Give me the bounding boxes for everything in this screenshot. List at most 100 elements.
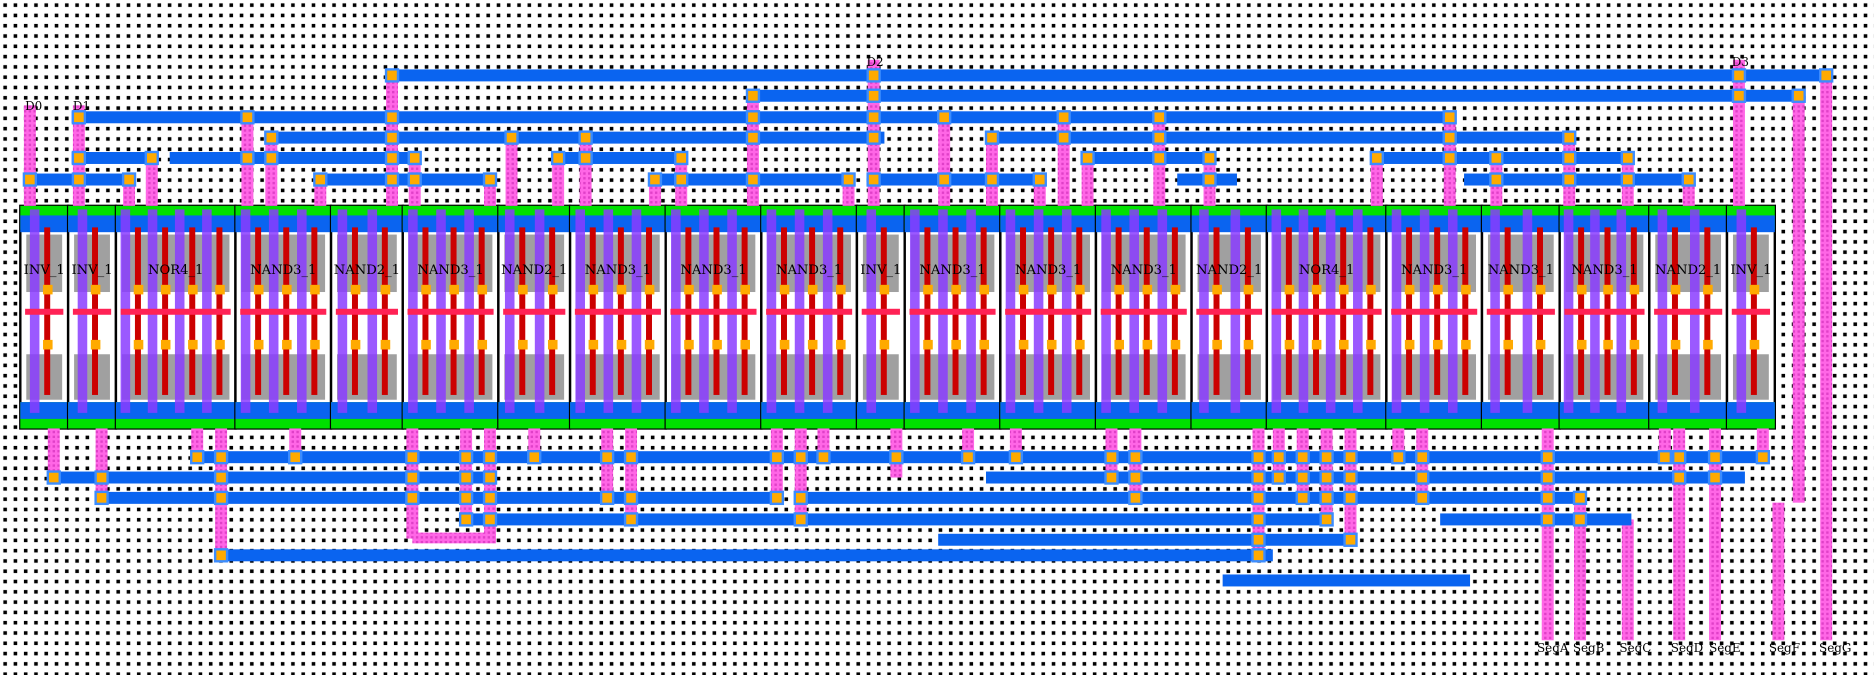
metal2-wire[interactable] <box>648 179 661 206</box>
metal2-wire[interactable] <box>1541 428 1554 641</box>
metal2-wire[interactable] <box>1709 428 1722 641</box>
metal2-wire[interactable] <box>1563 137 1576 206</box>
cell-nand2-1[interactable]: NAND2_1 <box>497 204 572 430</box>
metal1-wire[interactable] <box>986 131 1576 144</box>
cell-nand3-1[interactable]: NAND3_1 <box>1385 204 1484 430</box>
cell-nand3-1[interactable]: NAND3_1 <box>568 204 667 430</box>
contact <box>310 284 320 295</box>
metal1-wire[interactable] <box>460 513 1333 526</box>
metal2-wire[interactable] <box>1756 428 1769 458</box>
metal2-wire[interactable] <box>1792 95 1805 503</box>
metal1-wire[interactable] <box>71 151 158 164</box>
metal2-wire[interactable] <box>1732 59 1745 206</box>
contact <box>380 339 391 350</box>
cell-nand3-1[interactable]: NAND3_1 <box>903 204 1002 430</box>
metal2-wire[interactable] <box>412 532 496 544</box>
metal1-wire[interactable] <box>1081 151 1216 164</box>
metal2-wire[interactable] <box>625 428 638 520</box>
metal2-wire[interactable] <box>817 428 830 458</box>
metal2-wire[interactable] <box>938 117 951 206</box>
metal1-wire[interactable] <box>169 151 421 164</box>
cell-nand3-1[interactable]: NAND3_1 <box>401 204 500 430</box>
cell-nand3-1[interactable]: NAND3_1 <box>234 204 333 430</box>
metal2-wire[interactable] <box>1820 75 1833 641</box>
cell-nand3-1[interactable]: NAND3_1 <box>760 204 859 430</box>
metal2-wire[interactable] <box>746 95 759 206</box>
metal2-wire[interactable] <box>314 179 327 206</box>
metal1-wire[interactable] <box>47 471 496 484</box>
metal2-wire[interactable] <box>1574 497 1586 641</box>
metal1-wire[interactable] <box>386 69 1833 82</box>
metal2-wire[interactable] <box>1057 117 1070 206</box>
metal2-wire[interactable] <box>1370 157 1383 206</box>
contact <box>1461 284 1471 295</box>
metal1-wire[interactable] <box>1440 513 1632 526</box>
metal2-wire[interactable] <box>191 428 204 458</box>
metal2-wire[interactable] <box>528 428 541 458</box>
metal2-wire[interactable] <box>1673 428 1686 641</box>
metal1-wire[interactable] <box>746 89 1805 102</box>
metal2-wire[interactable] <box>484 179 496 206</box>
metal1-wire[interactable] <box>938 533 1357 546</box>
metal2-wire[interactable] <box>962 428 975 458</box>
cell-nand3-1[interactable]: NAND3_1 <box>1558 204 1651 430</box>
metal2-wire[interactable] <box>1682 179 1695 206</box>
metal2-wire[interactable] <box>505 137 518 206</box>
via <box>1674 472 1684 483</box>
metal2-wire[interactable] <box>1081 157 1094 206</box>
metal2-wire[interactable] <box>1392 428 1405 458</box>
cell-nand3-1[interactable]: NAND3_1 <box>1094 204 1193 430</box>
metal2-wire[interactable] <box>842 179 855 206</box>
cell-nor4-1[interactable]: NOR4_1 <box>114 204 237 430</box>
metal2-wire[interactable] <box>123 179 136 206</box>
cell-nand2-1[interactable]: NAND2_1 <box>329 204 404 430</box>
metal1-wire[interactable] <box>95 491 783 504</box>
contact <box>188 284 198 295</box>
cell-inv-1[interactable]: INV_1 <box>66 204 118 430</box>
metal2-wire[interactable] <box>794 428 807 520</box>
metal2-wire[interactable] <box>1033 179 1046 206</box>
contact <box>1670 339 1681 350</box>
cell-inv-1[interactable]: INV_1 <box>19 204 70 430</box>
metal2-wire[interactable] <box>23 105 36 206</box>
cell-nand2-1[interactable]: NAND2_1 <box>1648 204 1729 430</box>
metal2-wire[interactable] <box>265 137 278 206</box>
metal1-wire[interactable] <box>552 151 688 164</box>
metal2-wire[interactable] <box>289 428 302 458</box>
metal2-wire[interactable] <box>986 137 998 206</box>
metal1-wire[interactable] <box>1428 491 1586 504</box>
contact <box>616 339 627 350</box>
metal2-wire[interactable] <box>1621 519 1634 641</box>
cell-nand2-1[interactable]: NAND2_1 <box>1190 204 1269 430</box>
metal2-wire[interactable] <box>1658 428 1671 458</box>
metal2-wire[interactable] <box>145 157 158 206</box>
metal2-wire[interactable] <box>579 137 592 206</box>
metal1-wire[interactable] <box>191 451 1769 464</box>
metal1-wire[interactable] <box>1222 574 1471 587</box>
metal2-wire[interactable] <box>1009 428 1022 458</box>
cell-nor4-1[interactable]: NOR4_1 <box>1265 204 1388 430</box>
metal1-wire[interactable] <box>866 173 1046 186</box>
contact <box>518 284 528 295</box>
local-route <box>503 308 566 315</box>
cell-nand3-1[interactable]: NAND3_1 <box>664 204 763 430</box>
metal1-wire[interactable] <box>265 131 885 144</box>
metal2-wire[interactable] <box>552 157 565 206</box>
metal1-wire[interactable] <box>71 111 1456 124</box>
metal1-wire[interactable] <box>986 471 1745 484</box>
cell-inv-1[interactable]: INV_1 <box>1725 204 1776 430</box>
via <box>748 112 758 123</box>
metal1-wire[interactable] <box>1464 173 1695 186</box>
metal1-wire[interactable] <box>314 173 496 186</box>
cell-inv-1[interactable]: INV_1 <box>855 204 906 430</box>
metal2-wire[interactable] <box>95 428 108 498</box>
cell-nand3-1[interactable]: NAND3_1 <box>999 204 1098 430</box>
contact <box>160 339 171 350</box>
metal2-wire[interactable] <box>1772 502 1785 641</box>
metal1-wire[interactable] <box>215 549 1273 562</box>
cell-nand3-1[interactable]: NAND3_1 <box>1480 204 1561 430</box>
metal1-wire[interactable] <box>794 491 1429 504</box>
metal2-wire[interactable] <box>47 428 60 478</box>
